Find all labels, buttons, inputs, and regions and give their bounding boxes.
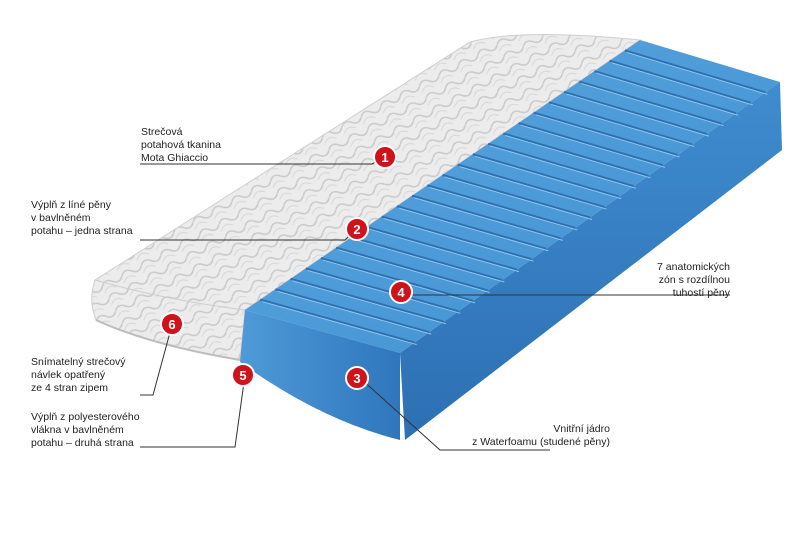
groove-highlight xyxy=(505,134,651,179)
groove-line xyxy=(366,225,518,271)
groove-line xyxy=(472,153,620,198)
groove-highlight xyxy=(535,114,680,158)
callout-badge-1: 1 xyxy=(373,145,397,169)
callout-1-line-3: Mota Ghiaccio xyxy=(141,152,209,164)
callout-badge-5: 5 xyxy=(231,363,255,387)
groove-highlight xyxy=(368,228,520,273)
leader-line-6 xyxy=(140,324,173,396)
groove-highlight xyxy=(444,176,593,220)
groove-line xyxy=(320,257,474,302)
callout-4-line-3: tuhostí pěny xyxy=(672,287,730,299)
callout-label-4: 7 anatomických zón s rozdílnou tuhostí p… xyxy=(640,261,730,300)
groove-highlight xyxy=(489,145,636,189)
callout-1-line-2: potahová tkanina xyxy=(141,139,221,151)
callout-label-3: Vnitřní jádro z Waterfoamu (studené pěny… xyxy=(460,423,610,449)
groove-highlight xyxy=(413,197,563,241)
groove-line xyxy=(396,205,547,250)
callout-badge-4: 4 xyxy=(389,280,413,304)
groove-highlight xyxy=(611,62,753,106)
groove-line xyxy=(351,236,503,282)
svg-text:1: 1 xyxy=(381,150,388,165)
groove-line xyxy=(609,59,752,104)
callout-1-line-1: Strečová xyxy=(141,126,183,138)
callout-6-line-1: Snímatelný strečový xyxy=(31,356,126,368)
groove-highlight xyxy=(550,103,695,148)
callout-label-6: Snímatelný strečový návlek opatřený ze 4… xyxy=(31,356,126,395)
leader-line-3 xyxy=(359,377,550,451)
svg-text:2: 2 xyxy=(353,222,360,237)
callout-badge-2: 2 xyxy=(345,217,369,241)
groove-line xyxy=(624,49,766,94)
groove-line xyxy=(594,70,737,115)
callout-label-1: Strečová potahová tkanina Mota Ghiaccio xyxy=(141,126,221,165)
callout-badge-3: 3 xyxy=(345,366,369,390)
svg-text:3: 3 xyxy=(353,371,360,386)
groove-line xyxy=(457,163,605,209)
groove-line xyxy=(290,277,445,323)
callout-2-line-2: v bavlněném xyxy=(31,212,91,224)
callout-6-line-2: návlek opatřený xyxy=(31,369,106,381)
groove-highlight xyxy=(626,51,768,95)
groove-line xyxy=(335,246,488,292)
svg-text:5: 5 xyxy=(239,368,246,383)
callout-2-line-1: Výplň z líné pěny xyxy=(31,199,111,211)
groove-highlight xyxy=(383,218,534,262)
anatomic-zone-grooves xyxy=(259,49,768,346)
groove-line xyxy=(305,267,459,313)
groove-highlight xyxy=(581,83,724,127)
groove-highlight xyxy=(292,280,446,325)
groove-line xyxy=(578,80,722,125)
groove-highlight xyxy=(474,155,622,200)
svg-text:4: 4 xyxy=(397,285,405,300)
callout-label-5: Výplň z polyesterového vlákna v bavlněné… xyxy=(31,411,140,450)
groove-highlight xyxy=(596,72,739,116)
foam-core xyxy=(240,40,782,440)
callout-5-line-1: Výplň z polyesterového xyxy=(31,411,140,423)
svg-text:6: 6 xyxy=(168,317,175,332)
groove-line xyxy=(563,90,708,136)
groove-line xyxy=(275,288,430,334)
groove-line xyxy=(442,174,591,219)
groove-highlight xyxy=(429,186,578,231)
leader-line-5 xyxy=(140,374,246,448)
groove-highlight xyxy=(565,93,710,137)
groove-highlight xyxy=(277,290,432,335)
callout-5-line-2: vlákna v bavlněném xyxy=(31,424,124,436)
callout-3-line-1: Vnitřní jádro xyxy=(553,423,610,435)
callout-3-line-2: z Waterfoamu (studené pěny) xyxy=(472,436,610,448)
groove-highlight xyxy=(520,124,666,168)
callout-2-line-3: potahu – jedna strana xyxy=(31,225,133,237)
groove-line xyxy=(427,184,576,229)
groove-line xyxy=(533,111,678,156)
callout-5-line-3: potahu – druhá strana xyxy=(31,437,134,449)
callout-4-line-1: 7 anatomických xyxy=(657,261,730,273)
groove-line xyxy=(487,142,635,188)
groove-line xyxy=(411,194,562,240)
callout-4-line-2: zón s rozdílnou xyxy=(658,274,730,286)
groove-highlight xyxy=(307,269,461,314)
groove-highlight xyxy=(353,238,505,283)
groove-highlight xyxy=(459,166,607,210)
callout-6-line-3: ze 4 stran zipem xyxy=(31,382,109,394)
groove-line xyxy=(548,101,693,146)
groove-line xyxy=(259,298,415,344)
callout-label-2: Výplň z líné pěny v bavlněném potahu – j… xyxy=(31,199,133,238)
groove-highlight xyxy=(262,301,417,346)
groove-line xyxy=(381,215,532,261)
groove-line xyxy=(518,122,664,167)
callout-badge-6: 6 xyxy=(160,312,184,336)
groove-highlight xyxy=(338,249,490,293)
groove-line xyxy=(502,132,649,177)
groove-highlight xyxy=(398,207,549,252)
